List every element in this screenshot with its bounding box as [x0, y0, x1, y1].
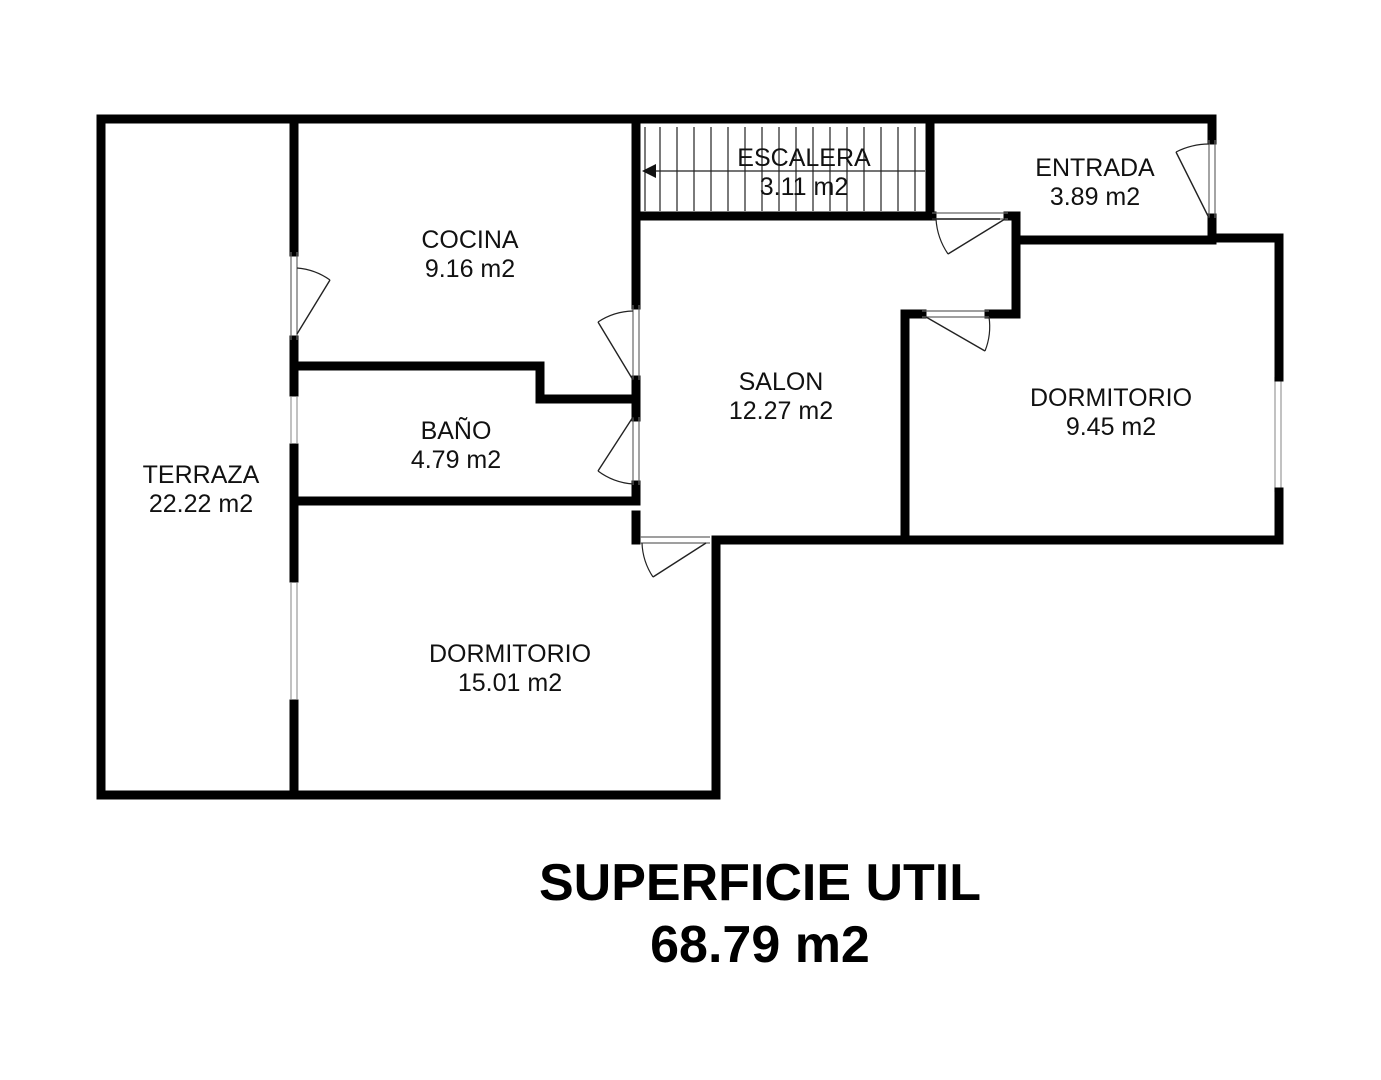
escalera-steps	[642, 127, 925, 211]
room-name: ENTRADA	[1035, 154, 1155, 182]
wall-entrada	[984, 211, 1021, 319]
room-label-escalera: ESCALERA 3.11 m2	[737, 144, 870, 202]
wall-cocina-bano	[289, 361, 641, 404]
wall-dormitorio-west	[900, 309, 927, 545]
room-name: BAÑO	[420, 417, 492, 445]
window-dormitorio-right	[1274, 377, 1282, 492]
surface-summary: SUPERFICIE UTIL 68.79 m2	[539, 852, 981, 976]
outer-wall-bottom	[96, 487, 1284, 800]
room-name: ESCALERA	[737, 144, 871, 172]
door-salon-bano	[597, 416, 640, 485]
doors	[290, 140, 1216, 578]
room-area: 9.16 m2	[424, 255, 516, 283]
room-label-cocina: COCINA 9.16 m2	[421, 226, 518, 284]
door-salon-cocina	[597, 305, 640, 381]
summary-title: SUPERFICIE UTIL	[538, 854, 982, 912]
door-dormitorio-1	[922, 310, 991, 352]
room-area: 22.22 m2	[148, 490, 254, 518]
room-area: 3.11 m2	[759, 173, 849, 201]
room-label-dormitorio-2: DORMITORIO 15.01 m2	[429, 640, 591, 698]
room-label-dormitorio-1: DORMITORIO 9.45 m2	[1030, 384, 1192, 442]
windows	[290, 377, 1282, 699]
room-area: 9.45 m2	[1065, 413, 1157, 441]
outer-wall-top	[96, 114, 1217, 800]
door-dormitorio-2	[640, 536, 710, 578]
room-area: 3.89 m2	[1049, 183, 1141, 211]
walls	[96, 114, 1284, 800]
summary-total: 68.79 m2	[650, 916, 870, 974]
window-terraza-upper	[290, 397, 298, 443]
room-name: TERRAZA	[142, 461, 260, 489]
room-name: COCINA	[421, 226, 519, 254]
outer-wall-right-upper	[1207, 213, 1284, 382]
stair-arrow-icon	[642, 164, 656, 178]
door-cocina-terraza	[290, 252, 331, 340]
room-name: SALON	[738, 368, 824, 396]
room-label-terraza: TERRAZA 22.22 m2	[143, 461, 260, 519]
door-entrada	[1175, 140, 1216, 219]
room-label-bano: BAÑO 4.79 m2	[411, 417, 501, 475]
room-name: DORMITORIO	[1029, 384, 1193, 412]
room-area: 4.79 m2	[410, 446, 502, 474]
door-salon-entrada	[932, 212, 1008, 255]
room-name: DORMITORIO	[428, 640, 592, 668]
room-label-salon: SALON 12.27 m2	[729, 368, 833, 426]
room-area: 12.27 m2	[728, 397, 834, 425]
wall-bano-dormitorio	[289, 480, 641, 506]
room-label-entrada: ENTRADA 3.89 m2	[1035, 154, 1154, 212]
window-terraza-lower	[290, 583, 298, 699]
room-area: 15.01 m2	[457, 669, 563, 697]
